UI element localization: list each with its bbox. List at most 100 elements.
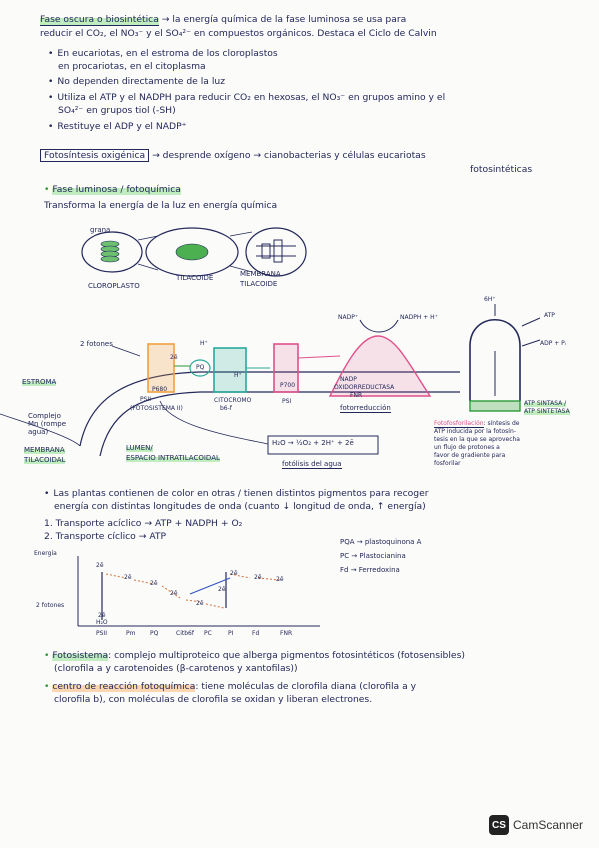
label-fotofosf-5: fosforilar (434, 460, 461, 467)
section1-title-line: Fase oscura o biosintética → la energía … (40, 14, 406, 26)
tilacoide-outline (145, 227, 239, 277)
membrane-diagram (0, 304, 541, 457)
graph-xlabel-6: Fd (252, 630, 260, 637)
section4-centro-title: centro de reacción fotoquímica (52, 681, 196, 692)
label-cloroplasto: CLOROPLASTO (88, 282, 140, 290)
label-ps2b: P680 (152, 386, 168, 393)
label-membrana-tilacoidal-1: MEMBRANA (24, 446, 65, 454)
label-nadph: NADPH + H⁺ (400, 314, 438, 321)
graph-xlabel-4: PC (204, 630, 212, 637)
label-lumen-2: ESPACIO INTRATILACOIDAL (126, 454, 220, 462)
tilacoide-disk (175, 243, 209, 261)
label-fotofosf-title: Fotofosforilación (434, 420, 484, 428)
label-ps1b: P700 (280, 382, 296, 389)
label-lumen-1: LUMEN/ (126, 444, 153, 452)
graph-xlabel-5: PI (228, 630, 234, 637)
label-fotofosf-2: tesis en la que se aprovecha (434, 436, 520, 443)
label-membrana-tilacoidal-2: TILACOIDAL (24, 456, 66, 464)
graph-e-5: 2ē (218, 586, 226, 593)
graph-bottom: 2ē (98, 612, 106, 619)
section2-box-rest: → desprende oxígeno → cianobacterias y c… (152, 150, 426, 161)
label-ps1: PSI (282, 398, 292, 405)
graph-e-7: 2ē (254, 574, 262, 581)
psi-shape (273, 343, 299, 393)
chloroplast-diagram (81, 227, 307, 277)
legend-2: Fd → Ferredoxina (340, 566, 400, 574)
section1-bullet-4: Restituye el ADP y el NADP⁺ (48, 121, 186, 133)
atp-synthase-shape (469, 319, 521, 401)
section2-phase-desc: Transforma la energía de la luz en energ… (44, 200, 278, 211)
graph-e-3: 2ē (170, 590, 178, 597)
label-complejo1: Complejo (28, 412, 61, 420)
graph-bottom2: H₂O (96, 619, 108, 626)
graph-xlabel-0: PSII (96, 630, 107, 637)
graph-ylabel: Energía (34, 550, 57, 557)
label-fotorreduccion: fotorreducción (340, 404, 391, 413)
section1-bullet-3b: SO₄²⁻ en grupos tiol (-SH) (58, 105, 176, 116)
label-fnr1: NADP (340, 376, 357, 383)
membrana-detail (256, 239, 296, 263)
label-membrana2: TILACOIDE (240, 280, 278, 288)
section3-item2: 2. Transporte cíclico → ATP (44, 531, 167, 542)
section3-bullet: Las plantas contienen de color en otras … (44, 488, 428, 500)
label-fnr2: OXIDORREDUCTASA (334, 384, 395, 391)
label-water: H₂O → ½O₂ + 2H⁺ + 2ē (272, 439, 354, 447)
graph-xlabel-3: Citb6f (176, 630, 194, 637)
camscanner-name: CamScanner (513, 818, 584, 832)
section1-bullet-1: En eucariotas, en el estroma de los clor… (48, 48, 277, 60)
legend-0: PQA → plastoquinona A (340, 538, 422, 546)
camscanner-watermark: CS CamScanner (489, 815, 583, 835)
legend-1: PC → Plastocianina (340, 552, 406, 560)
graph-e-0: 2ē (96, 562, 104, 569)
camscanner-logo: CS (489, 815, 509, 835)
pq-shape (189, 359, 211, 377)
label-fotofosf-0: síntesis de (487, 420, 520, 427)
section2-phase-line: • Fase luminosa / fotoquímica (44, 184, 181, 195)
cytochrome-shape (213, 347, 247, 393)
section1-title-rest: → la energía química de la fase luminosa… (161, 14, 407, 25)
label-tilacoide: TILACOIDE (176, 274, 214, 282)
section3-item1: 1. Transporte acíclico → ATP + NADPH + O… (44, 518, 243, 529)
label-atp-h: 6H⁺ (484, 296, 496, 303)
section3-bullet2: energía con distintas longitudes de onda… (54, 501, 426, 512)
label-fotolisis: fotólisis del agua (282, 460, 342, 469)
label-e2: 2ē (170, 354, 178, 361)
section2-box-rest2: fotosintéticas (470, 164, 533, 175)
label-ps2c: (FOTOSISTEMA II) (130, 405, 183, 412)
label-adp: ADP + Pᵢ (540, 340, 566, 347)
label-citocromo: CITOCROMO (214, 397, 252, 404)
label-atpasa1: ATP SINTASA / (524, 400, 567, 407)
label-citocromo2: b6-f (220, 405, 232, 412)
graph-xlabel-1: Pm (126, 630, 136, 637)
section1-bullet-3: Utiliza el ATP y el NADPH para reducir C… (48, 92, 445, 104)
label-estroma: ESTROMA (22, 378, 57, 386)
section1-title: Fase oscura o biosintética (40, 14, 159, 26)
section1-bullet-2: No dependen directamente de la luz (48, 76, 225, 88)
label-grana: grana (90, 226, 111, 234)
section2-box-line: Fotosíntesis oxigénica → desprende oxíge… (40, 149, 426, 162)
fnr-shape (328, 335, 432, 397)
label-pq: PQ (196, 364, 205, 371)
graph-e-2: 2ē (150, 580, 158, 587)
membrana-outline (245, 227, 307, 277)
label-fotofosf-3: un flujo de protones a (434, 444, 500, 451)
grana-stack (100, 240, 120, 263)
chloroplast-outline (81, 231, 143, 273)
label-nadp: NADP⁺ (338, 314, 358, 321)
section4-centro-rest: : tiene moléculas de clorofila diana (cl… (195, 681, 417, 692)
section4-foto-rest: : complejo multiproteico que alberga pig… (108, 650, 465, 661)
label-atpasa2: ATP SINTETASA (524, 408, 570, 415)
graph-e-8: 2ē (276, 576, 284, 583)
label-complejo3: agua) (28, 428, 49, 436)
section2-phase-title: Fase luminosa / fotoquímica (52, 184, 181, 195)
fotofosforilacion-block: Fotofosforilación: síntesis de (434, 420, 520, 428)
label-ps2: PSII (140, 396, 151, 403)
graph-e-4: 2ē (196, 600, 204, 607)
label-fotofosf-1: ATP inducida por la fotosín- (434, 428, 516, 435)
section4-foto-title: Fotosistema (52, 650, 109, 661)
label-membrana1: MEMBRANA (240, 270, 281, 278)
label-h1: H⁺ (200, 340, 208, 347)
water-box (267, 435, 379, 455)
label-atp: ATP (544, 312, 555, 319)
